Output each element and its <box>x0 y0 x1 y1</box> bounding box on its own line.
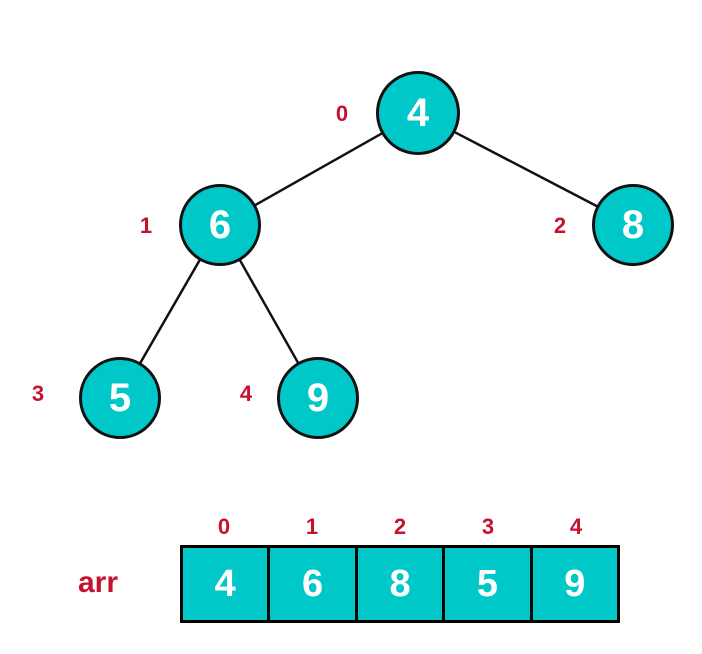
node-index-label: 4 <box>239 381 253 406</box>
array-box: 4 6 8 5 9 <box>180 545 620 623</box>
tree-node[interactable]: 5 <box>79 357 161 439</box>
array-index-label: 1 <box>305 514 319 539</box>
array-cell[interactable]: 5 <box>445 548 533 620</box>
array-index-label: 3 <box>481 514 495 539</box>
array-name-label: arr <box>78 566 119 599</box>
tree-edge <box>254 132 383 207</box>
array-index-label: 2 <box>393 514 407 539</box>
tree-node[interactable]: 4 <box>376 71 460 155</box>
array-cell[interactable]: 9 <box>564 563 586 605</box>
array-cell[interactable]: 6 <box>270 548 358 620</box>
array-cell[interactable]: 4 <box>183 548 271 620</box>
tree-edge <box>238 259 300 364</box>
node-index-label: 0 <box>335 101 349 126</box>
array-index-label: 0 <box>217 514 231 539</box>
tree-node[interactable]: 9 <box>277 357 359 439</box>
array-index-label: 4 <box>569 514 583 539</box>
node-index-label: 2 <box>553 213 567 238</box>
array-cell[interactable]: 8 <box>358 548 446 620</box>
tree-edge <box>138 259 202 364</box>
tree-edge <box>453 130 599 208</box>
tree-edges <box>138 130 599 364</box>
tree-node[interactable]: 6 <box>179 184 261 266</box>
node-index-label: 3 <box>31 381 45 406</box>
tree-node[interactable]: 8 <box>592 184 674 266</box>
node-index-label: 1 <box>139 213 153 238</box>
